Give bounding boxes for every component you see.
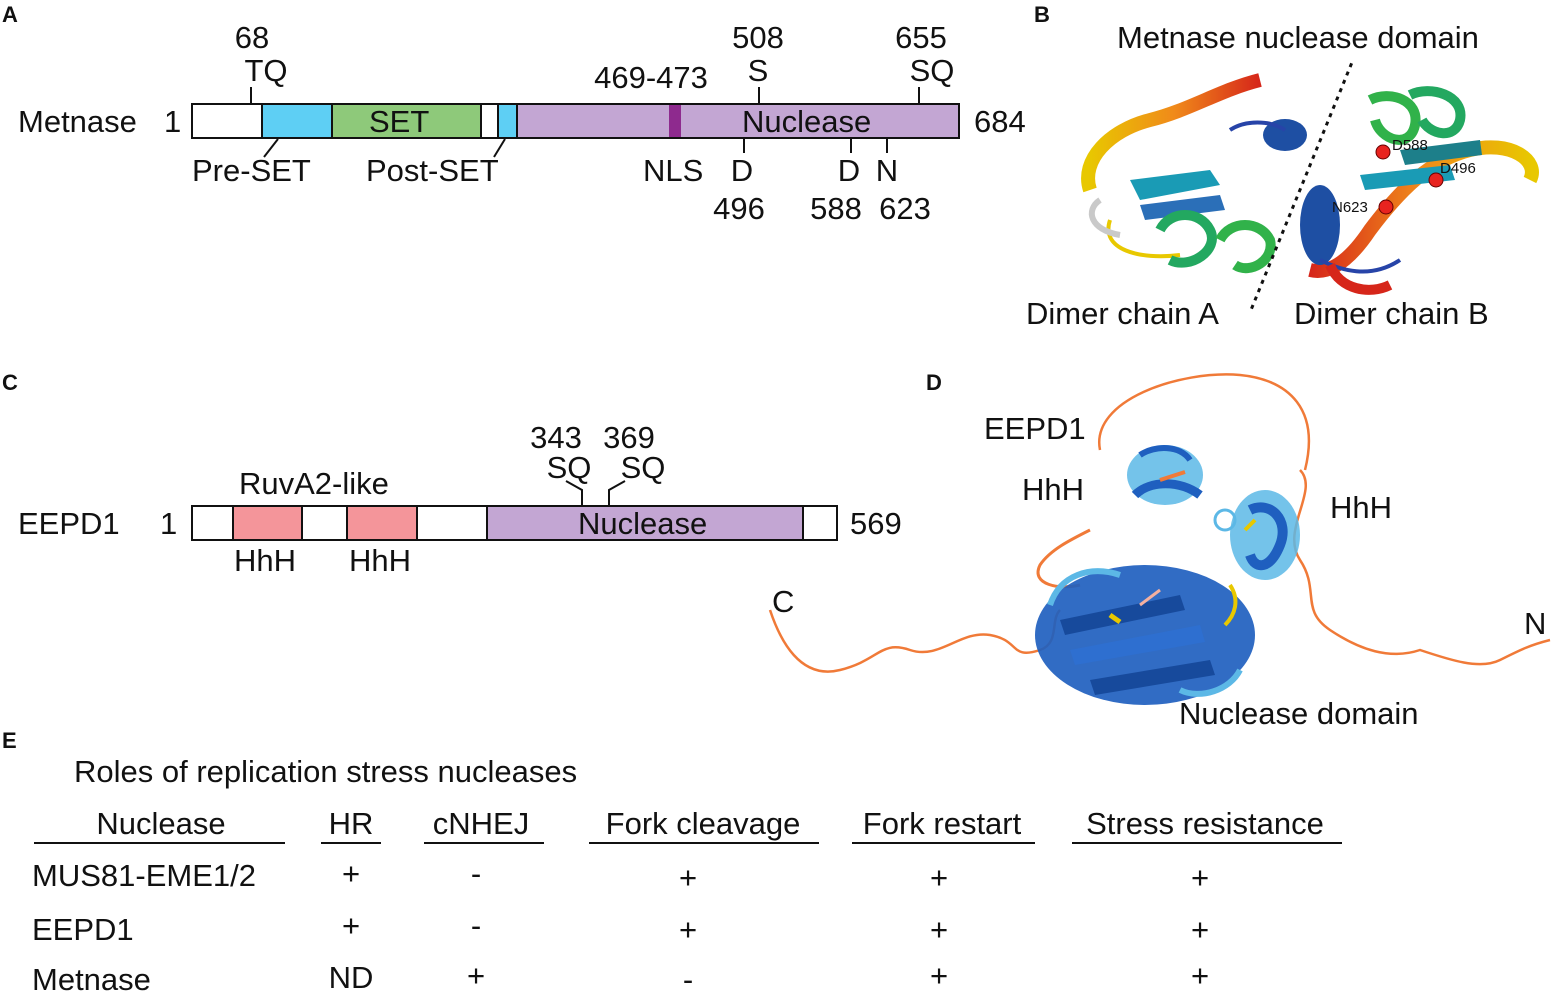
metnase-nls-label: NLS xyxy=(643,153,704,188)
metnase-label: Metnase xyxy=(18,104,137,139)
tick-68 xyxy=(250,87,252,103)
site-nls-pos: 469-473 xyxy=(594,60,708,95)
metnase-nls-band xyxy=(669,105,681,137)
metnase-preset-label: Pre-SET xyxy=(192,153,311,188)
row-1-hr: + xyxy=(341,856,361,891)
tick-508 xyxy=(758,87,760,103)
eepd1-nuclease-label: Nuclease xyxy=(578,506,708,541)
site-496-pos: 496 xyxy=(713,191,765,226)
metnase-start: 1 xyxy=(164,104,182,139)
eepd1-alphafold-structure xyxy=(768,373,1551,705)
eepd1-end: 569 xyxy=(850,506,902,541)
n-terminus-label: N xyxy=(1524,606,1547,641)
header-stress-resistance: Stress resistance xyxy=(1086,806,1324,841)
structure-b-title: Metnase nuclease domain xyxy=(1117,20,1479,55)
row-3-hr: ND xyxy=(328,960,374,995)
header-cnhej: cNHEJ xyxy=(432,806,530,841)
chain-b-label: Dimer chain B xyxy=(1294,296,1489,331)
site-655-pos: 655 xyxy=(895,20,947,55)
row-2-fork-restart: + xyxy=(929,912,949,947)
metnase-nuclease-label: Nuclease xyxy=(742,104,872,139)
panel-label-a: A xyxy=(2,2,18,27)
header-rule-hr xyxy=(321,842,381,844)
structure-d-title: EEPD1 xyxy=(984,411,1086,446)
header-rule-nuclease xyxy=(34,842,285,844)
site-588-pos: 588 xyxy=(810,191,862,226)
tick-655 xyxy=(918,87,920,103)
hhh-domain-2 xyxy=(1213,490,1300,580)
site-623-pos: 623 xyxy=(879,191,931,226)
chain-a-label: Dimer chain A xyxy=(1026,296,1219,331)
c-terminus-label: C xyxy=(772,584,795,619)
metnase-end: 684 xyxy=(974,104,1026,139)
hhh-label-1: HhH xyxy=(234,543,297,578)
site-343-pos: 343 xyxy=(530,420,582,455)
header-rule-fork-restart xyxy=(852,842,1035,844)
eepd1-hhh-domain-2 xyxy=(346,505,418,541)
eepd1-label: EEPD1 xyxy=(18,506,120,541)
row-2-hr: + xyxy=(341,908,361,943)
row-2-nuclease: EEPD1 xyxy=(32,912,134,947)
header-nuclease: Nuclease xyxy=(96,806,226,841)
row-3-stress-resistance: + xyxy=(1190,958,1210,993)
panel-label-c: C xyxy=(2,370,18,395)
site-508-motif: S xyxy=(747,53,769,88)
row-1-nuclease: MUS81-EME1/2 xyxy=(32,858,256,893)
header-fork-cleavage: Fork cleavage xyxy=(605,806,801,841)
header-rule-stress-resistance xyxy=(1072,842,1342,844)
hhh-label-2: HhH xyxy=(349,543,412,578)
site-623-res: N xyxy=(875,153,899,188)
metnase-set-label: SET xyxy=(369,104,430,139)
row-2-stress-resistance: + xyxy=(1190,912,1210,947)
residue-label-d588: D588 xyxy=(1392,137,1428,154)
site-68-motif: TQ xyxy=(244,53,288,88)
row-1-fork-restart: + xyxy=(929,860,949,895)
row-3-cnhej: + xyxy=(466,958,486,993)
row-1-cnhej: - xyxy=(470,856,482,891)
metnase-nuclease-domain xyxy=(516,103,960,139)
residue-label-n623: N623 xyxy=(1332,199,1368,216)
eepd1-nuclease-domain xyxy=(486,505,804,541)
panel-label-d: D xyxy=(926,370,942,395)
site-508-pos: 508 xyxy=(732,20,784,55)
row-2-cnhej: - xyxy=(470,908,482,943)
site-588-res: D xyxy=(837,153,861,188)
table-title: Roles of replication stress nucleases xyxy=(74,754,578,789)
site-369-motif: SQ xyxy=(620,450,666,485)
row-1-stress-resistance: + xyxy=(1190,860,1210,895)
metnase-preset-domain xyxy=(261,103,333,139)
eepd1-hhh-domain-1 xyxy=(232,505,303,541)
tick-588 xyxy=(850,139,852,153)
row-3-fork-restart: + xyxy=(929,958,949,993)
site-369-pos: 369 xyxy=(603,420,655,455)
site-343-motif: SQ xyxy=(546,450,592,485)
site-655-motif: SQ xyxy=(909,53,955,88)
eepd1-start: 1 xyxy=(160,506,178,541)
tick-496 xyxy=(743,139,745,153)
hhh-left-label: HhH xyxy=(1022,472,1085,507)
hhh-domain-1 xyxy=(1127,445,1203,505)
site-496-res: D xyxy=(730,153,754,188)
nuclease-domain-label: Nuclease domain xyxy=(1179,696,1419,731)
header-fork-restart: Fork restart xyxy=(862,806,1022,841)
header-rule-cnhej xyxy=(424,842,544,844)
nuclease-domain-core xyxy=(1035,565,1255,705)
row-3-fork-cleavage: - xyxy=(682,962,694,997)
header-hr: HR xyxy=(328,806,374,841)
header-rule-fork-cleavage xyxy=(589,842,819,844)
residue-label-d496: D496 xyxy=(1440,160,1476,177)
panel-label-e: E xyxy=(2,728,17,753)
row-2-fork-cleavage: + xyxy=(678,912,698,947)
metnase-dimer-structure: D588 D496 N623 xyxy=(1081,60,1539,310)
ruva-label: RuvA2-like xyxy=(239,466,389,501)
site-68-pos: 68 xyxy=(234,20,270,55)
panel-label-b: B xyxy=(1034,2,1050,27)
tick-623 xyxy=(886,139,888,153)
hhh-right-label: HhH xyxy=(1330,490,1393,525)
row-3-nuclease: Metnase xyxy=(32,962,151,997)
metnase-postset-label: Post-SET xyxy=(366,153,499,188)
row-1-fork-cleavage: + xyxy=(678,860,698,895)
